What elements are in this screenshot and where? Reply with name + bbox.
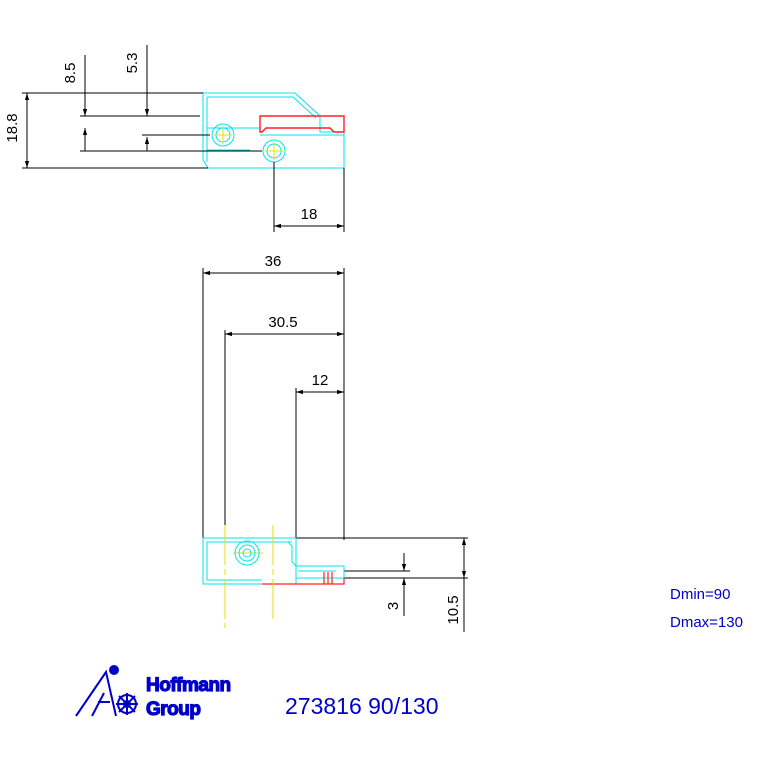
front-view-clamp [262,572,345,585]
dim-axis-distance-label: 30.5 [268,314,297,331]
top-view-clamp [259,115,345,133]
hole-icon [211,123,235,147]
hoffmann-group-logo: Hoffmann Group [75,665,232,721]
brand-name-line2: Group [146,699,201,720]
dim-hole-spacing-label: 18 [301,206,318,223]
top-view: 18.8 8.5 5.3 18 [4,45,345,232]
hole-icon [262,139,286,163]
part-number: 273816 90/130 [285,693,439,719]
spec-dmax: Dmax=130 [670,614,743,631]
spec-dmin: Dmin=90 [670,586,730,603]
top-view-dimensions [22,45,345,232]
front-view: 36 30.5 12 3 10.5 [202,253,468,632]
dim-pin-distance-label: 12 [312,372,329,389]
dim-height-10-5-label: 10.5 [445,595,462,624]
logo-figure-icon [75,665,138,717]
dim-thickness-label: 3 [385,602,402,610]
front-view-dimensions [202,268,468,632]
dim-offset-b-label: 5.3 [124,53,141,74]
dim-offset-a-label: 8.5 [62,63,79,84]
dim-height-label: 18.8 [4,113,21,142]
dim-width-label: 36 [265,253,282,270]
front-view-body [202,537,345,585]
brand-name-line1: Hoffmann [146,675,231,696]
front-view-axes [224,525,274,628]
screw-icon [234,540,260,566]
